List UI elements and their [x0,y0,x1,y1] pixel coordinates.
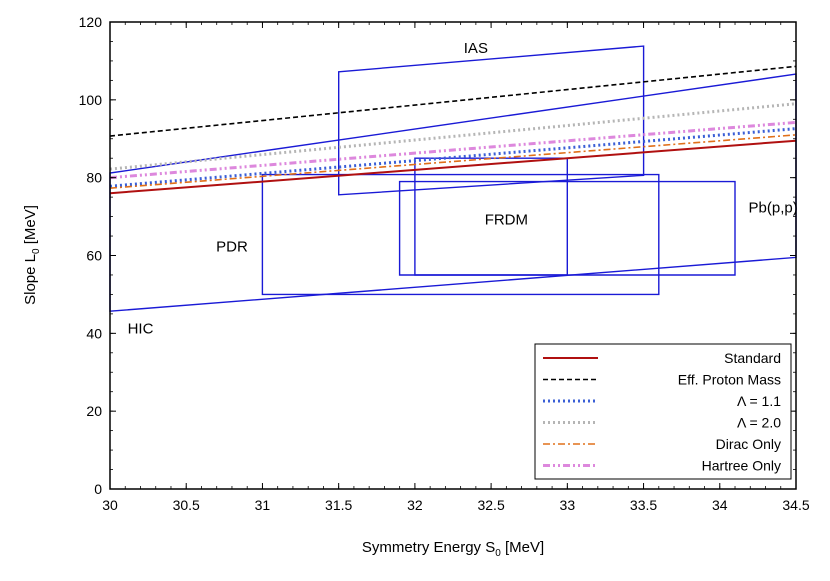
x-tick-label: 32.5 [477,497,504,513]
y-tick-label: 40 [86,325,102,341]
legend-label-5: Hartree Only [702,458,781,474]
x-axis-title: Symmetry Energy S0 [MeV] [362,539,544,559]
constraint-label-pb-p-p: Pb(p,p) [749,200,798,217]
legend-box [534,343,792,480]
series-line-5 [109,120,797,180]
legend-label-0: Standard [724,350,781,366]
constraint-label-pdr: PDR [216,239,248,256]
x-axis-title-sub: 0 [495,548,501,559]
y-tick-label: 120 [79,14,103,30]
x-tick-label: 30 [102,497,118,513]
y-tick-label: 20 [86,403,102,419]
series-lines [109,65,797,195]
series-line-2 [109,127,797,188]
legend-label-1: Eff. Proton Mass [678,372,781,388]
constraint-pdr [261,173,660,296]
y-tick-label: 60 [86,248,102,264]
y-axis: 0 20 40 60 80 100 120 [79,14,796,497]
x-axis-title-unit: [MeV] [501,539,544,556]
y-axis-title-main: Slope L [22,254,39,305]
y-axis-title: Slope L0 [MeV] [22,205,42,305]
series-line-1 [109,65,797,137]
x-axis: 30 30.5 31 31.5 32 32.5 33 33.5 34 34.5 [102,22,810,513]
x-tick-label: 34 [712,497,728,513]
x-tick-label: 33 [560,497,576,513]
x-tick-label: 31.5 [325,497,352,513]
y-tick-label: 100 [79,92,103,108]
legend-label-2: Λ = 1.1 [737,393,781,409]
y-tick-label: 0 [94,481,102,497]
x-tick-label: 30.5 [173,497,200,513]
series-line-0 [109,139,797,195]
constraint-labels: IAS PDR FRDM Pb(p,p) HIC [128,40,798,337]
constraint-boxes [109,45,797,312]
constraint-label-frdm: FRDM [485,211,528,228]
y-axis-title-unit: [MeV] [22,205,39,248]
series-line-4 [109,134,797,189]
x-tick-label: 34.5 [782,497,809,513]
legend-label-4: Dirac Only [716,436,781,452]
x-axis-title-main: Symmetry Energy S [362,539,495,556]
legend-label-3: Λ = 2.0 [737,415,781,431]
constraint-frdm [398,180,736,276]
y-tick-label: 80 [86,170,102,186]
x-tick-label: 32 [407,497,423,513]
constraint-label-ias: IAS [464,40,488,57]
x-tick-label: 33.5 [630,497,657,513]
x-tick-label: 31 [255,497,271,513]
constraint-label-hic: HIC [128,320,154,337]
y-axis-title-sub: 0 [31,248,42,254]
